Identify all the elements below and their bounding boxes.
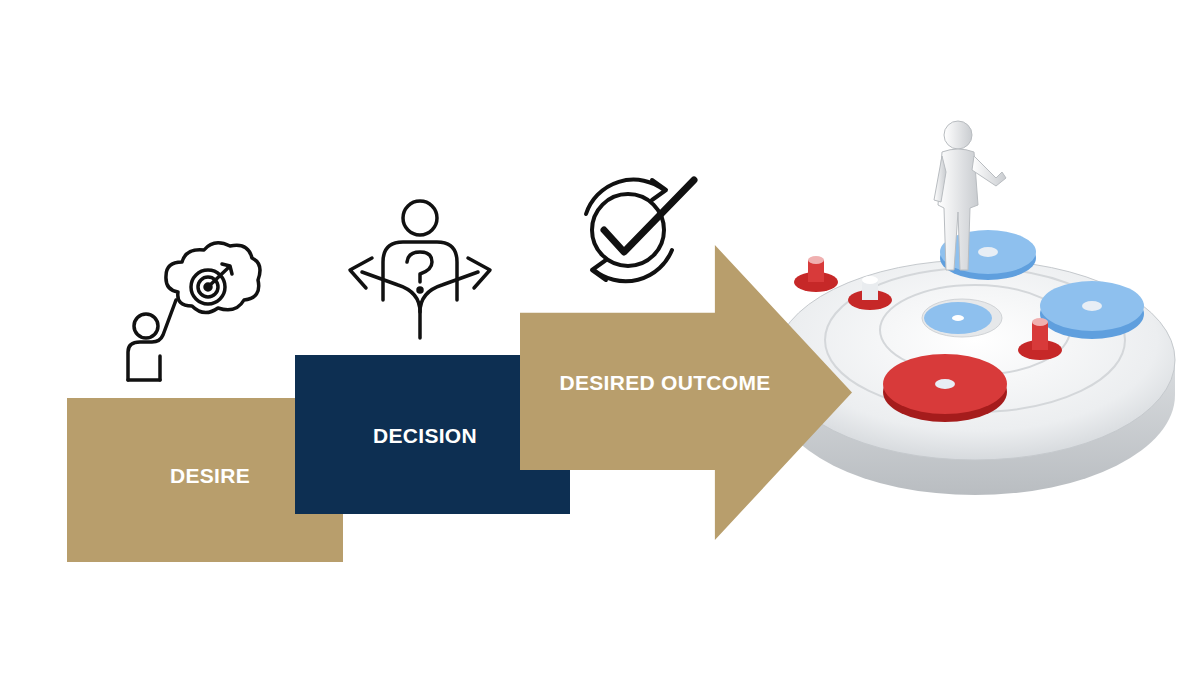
step-label: DECISION	[373, 423, 477, 448]
desire-icon	[128, 243, 260, 380]
outcome-icon	[586, 180, 694, 282]
decision-icon	[350, 201, 490, 338]
outcome-arrow: DESIRED OUTCOME	[520, 245, 852, 540]
arrow-fill	[520, 245, 852, 540]
step-label: DESIRE	[170, 463, 250, 488]
step-label: DESIRED OUTCOME	[559, 370, 770, 395]
platform-illustration	[775, 121, 1175, 495]
